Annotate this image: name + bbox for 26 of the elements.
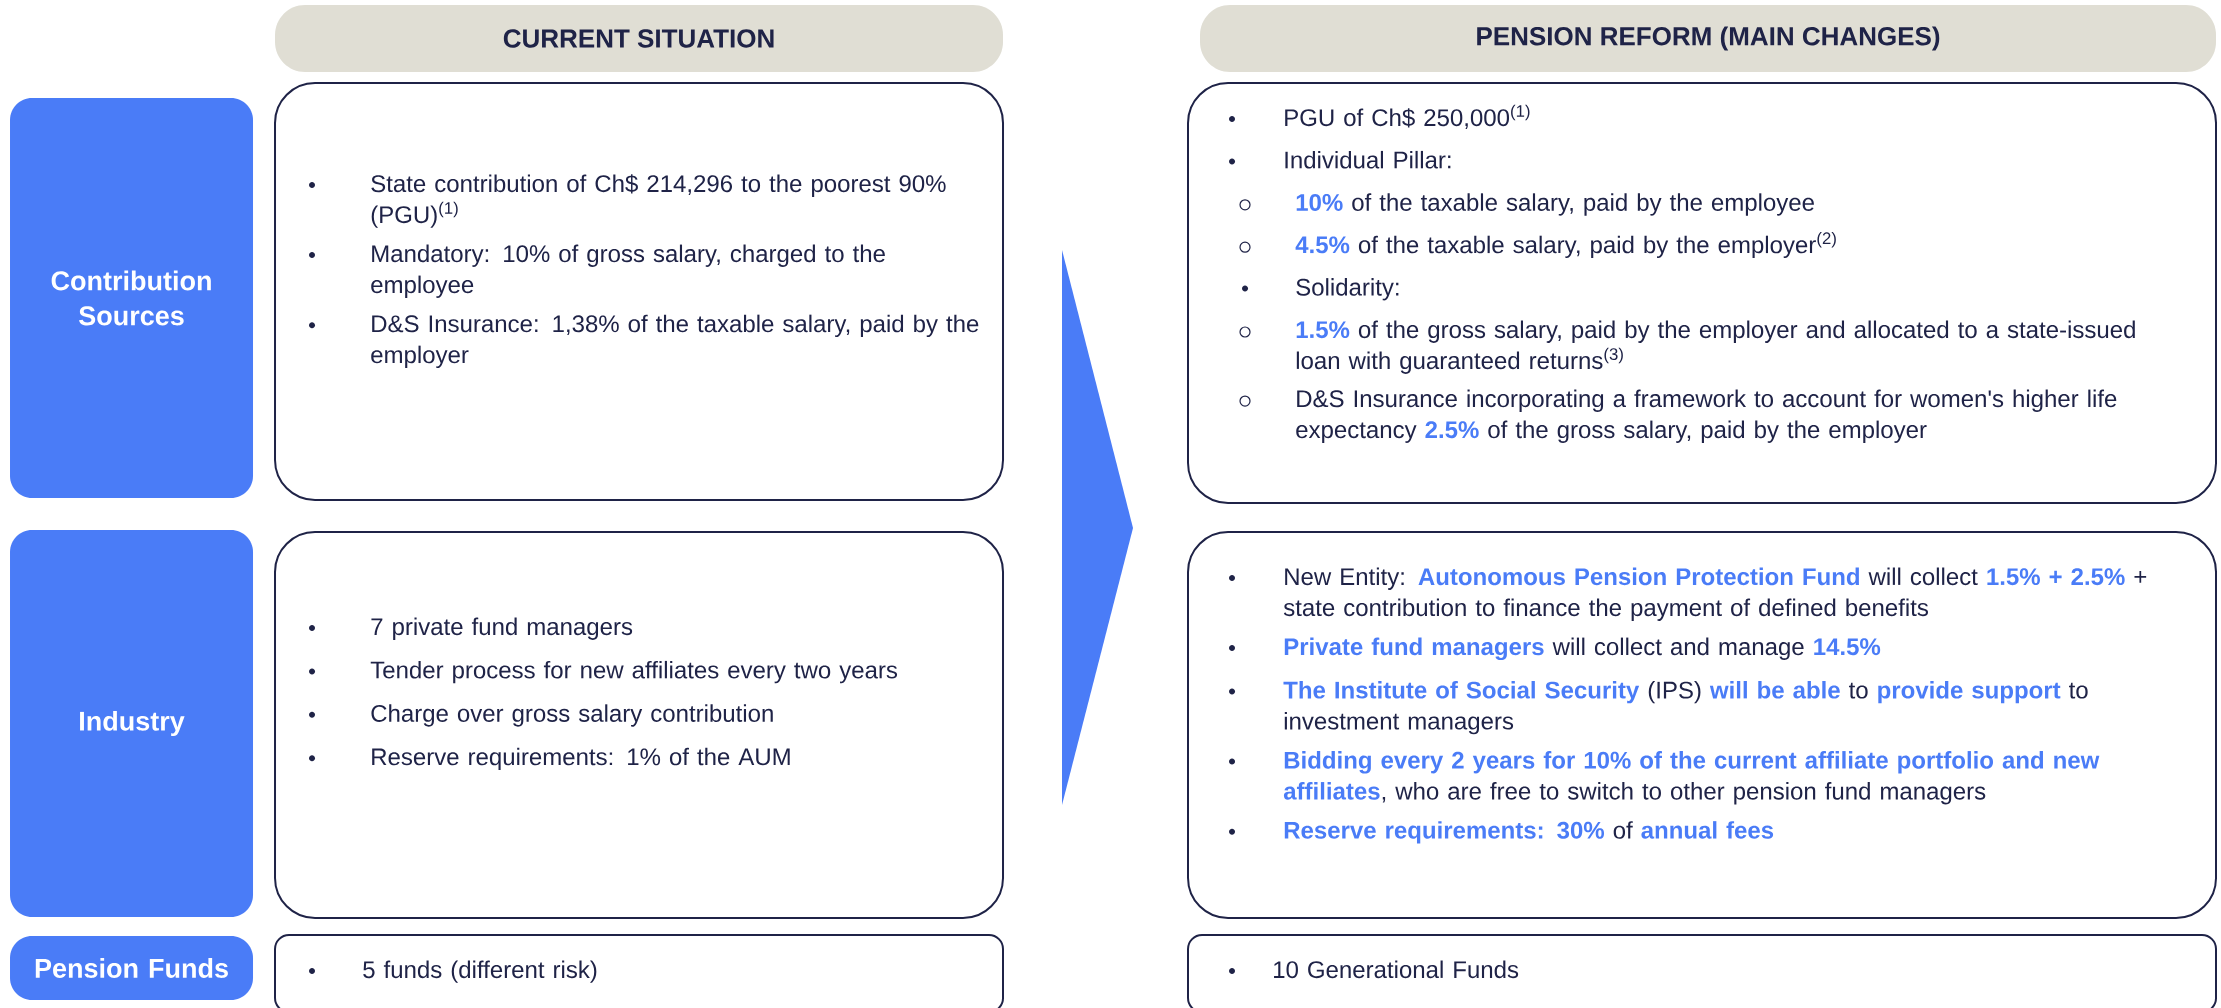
list-item: Private fund managers will collect and manage 14.5%: [1284, 637, 1881, 661]
list-item: Solidarity:: [1296, 278, 1399, 301]
row-label-box: Pension Funds: [10, 936, 253, 1000]
list-item: Reserve requirements: 30% of annual fees: [1284, 821, 1774, 844]
header-band: CURRENT SITUATION: [275, 5, 1003, 72]
list-item: Individual Pillar:: [1285, 150, 1451, 169]
list-item: 10 Generational Funds: [1274, 960, 1519, 979]
list-item: 5 funds (different risk): [363, 960, 597, 983]
list-item: 1.5% of the gross salary, paid by the employer and allocated to a state-issued loan with guaranteed returns$^{(3)}$: [1296, 320, 2135, 374]
list-item: 4.5% of the taxable salary, paid by the employer$^{(2)}$: [1295, 231, 1836, 259]
list-item: New Entity: Autonomous Pension Protection Fund will collect 1.5% + 2.5% + state contribution to finance the payment of defined benefits: [1283, 567, 2147, 621]
list-item: D&S Insurance incorporating a framework to account for women's higher life expectancy 2.5% of the gross salary, paid by the employer: [1296, 389, 2117, 443]
list-item: The Institute of Social Security (IPS) will be able to provide support to investment managers: [1283, 681, 2088, 735]
list-item: Tender process for new affiliates every two years: [370, 660, 898, 684]
list-item: State contribution of Ch$ 214,296 to the poorest 90% (PGU)$^{(1)}$: [371, 174, 946, 228]
row-label-box: Industry: [10, 530, 253, 917]
list-item: Reserve requirements: 1% of the AUM: [372, 747, 790, 771]
list-item: Bidding every 2 years for 10% of the current affiliate portfolio and new affiliates, who are free to switch to other pension fund managers: [1283, 751, 2100, 805]
list-item: 7 private fund managers: [371, 617, 633, 640]
list-item: PGU of Ch$ 250,000$^{(1)}$: [1285, 104, 1530, 129]
list-item: 10% of the taxable salary, paid by the employee: [1296, 193, 1814, 216]
list-item: D&S Insurance: 1,38% of the taxable salary, paid by the employer: [371, 314, 979, 369]
list-item: Charge over gross salary contribution: [371, 704, 773, 727]
header-band: PENSION REFORM (MAIN CHANGES): [1200, 5, 2216, 72]
row-label-box: Contribution Sources: [10, 98, 253, 498]
list-item: Mandatory: 10% of gross salary, charged to the employee: [371, 244, 885, 298]
